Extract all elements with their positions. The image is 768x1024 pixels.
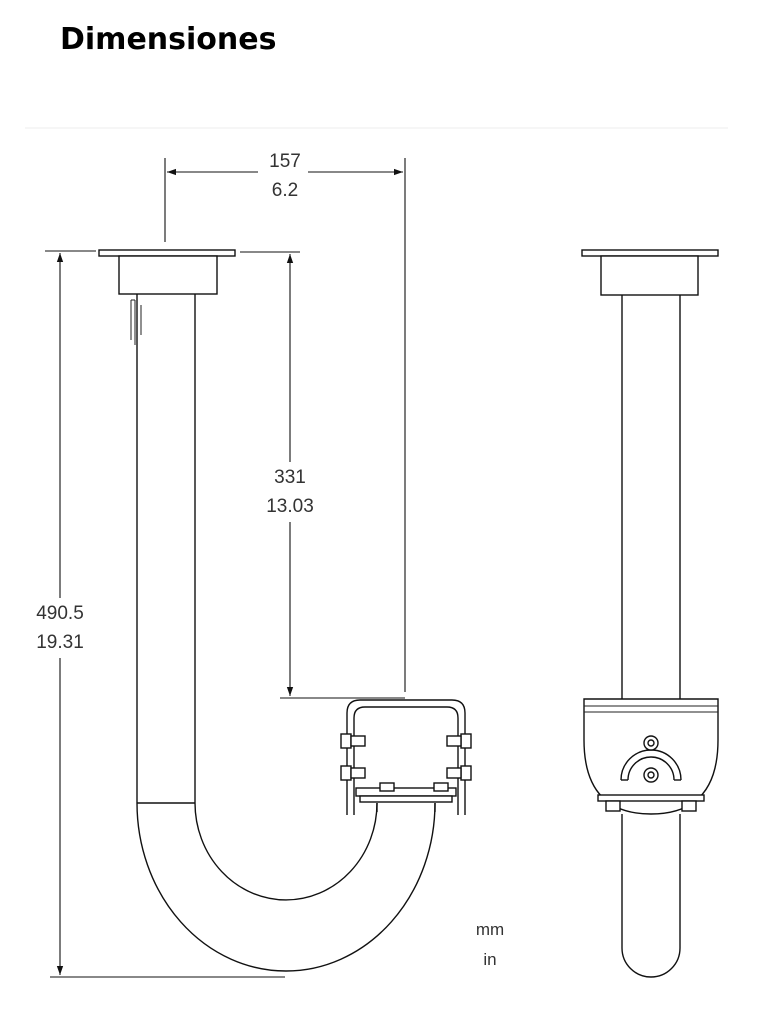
unit-in-label: in (483, 950, 496, 969)
side-clamp-nut (681, 800, 697, 812)
side-slot-inner (627, 756, 675, 781)
bracket-inner (353, 706, 459, 815)
bolt-icon (433, 782, 449, 792)
mount-flange (118, 255, 218, 295)
bolt-icon (379, 782, 395, 792)
height-mm-label: 490.5 (36, 603, 84, 624)
screw-icon (643, 735, 659, 751)
label-backing (262, 462, 320, 522)
side-view (581, 249, 719, 978)
bolt-icon (460, 733, 472, 749)
side-pipe-lower (621, 814, 681, 978)
screw-icon-center (647, 771, 655, 779)
screw-icon (643, 767, 659, 783)
bolt-icon (446, 735, 462, 747)
bolt-icon (460, 765, 472, 781)
drop-in-label: 13.03 (266, 496, 314, 517)
width-in-label: 6.2 (272, 180, 298, 201)
j-bend-inner (194, 802, 378, 901)
front-view: 157 6.2 331 13.03 490.5 19.31 mm in (32, 148, 504, 978)
height-in-label: 19.31 (36, 632, 84, 653)
bracket-outer (346, 699, 466, 815)
bracket-bolts (340, 733, 472, 792)
bolt-icon (340, 733, 352, 749)
screw-icon-center (647, 739, 655, 747)
width-mm-label: 157 (269, 151, 301, 172)
label-backing (258, 148, 308, 202)
side-clamp-nut (605, 800, 621, 812)
cable-strap (130, 299, 136, 345)
label-backing (32, 598, 90, 658)
bolt-icon (350, 735, 366, 747)
bolt-icon (350, 767, 366, 779)
j-bend-outer (136, 802, 436, 972)
side-mount-flange (600, 255, 699, 296)
camera-bracket (340, 699, 472, 815)
dimension-width (164, 158, 406, 692)
bracket-base-plate-lower (359, 795, 453, 803)
ceiling-plate (98, 249, 236, 257)
unit-mm-label: mm (476, 920, 504, 939)
side-ceiling-plate (581, 249, 719, 257)
side-clamp-bar (597, 794, 705, 802)
page-title: Dimensiones (60, 22, 277, 57)
bolt-icon (446, 767, 462, 779)
bolt-icon (340, 765, 352, 781)
drop-mm-label: 331 (274, 467, 306, 488)
